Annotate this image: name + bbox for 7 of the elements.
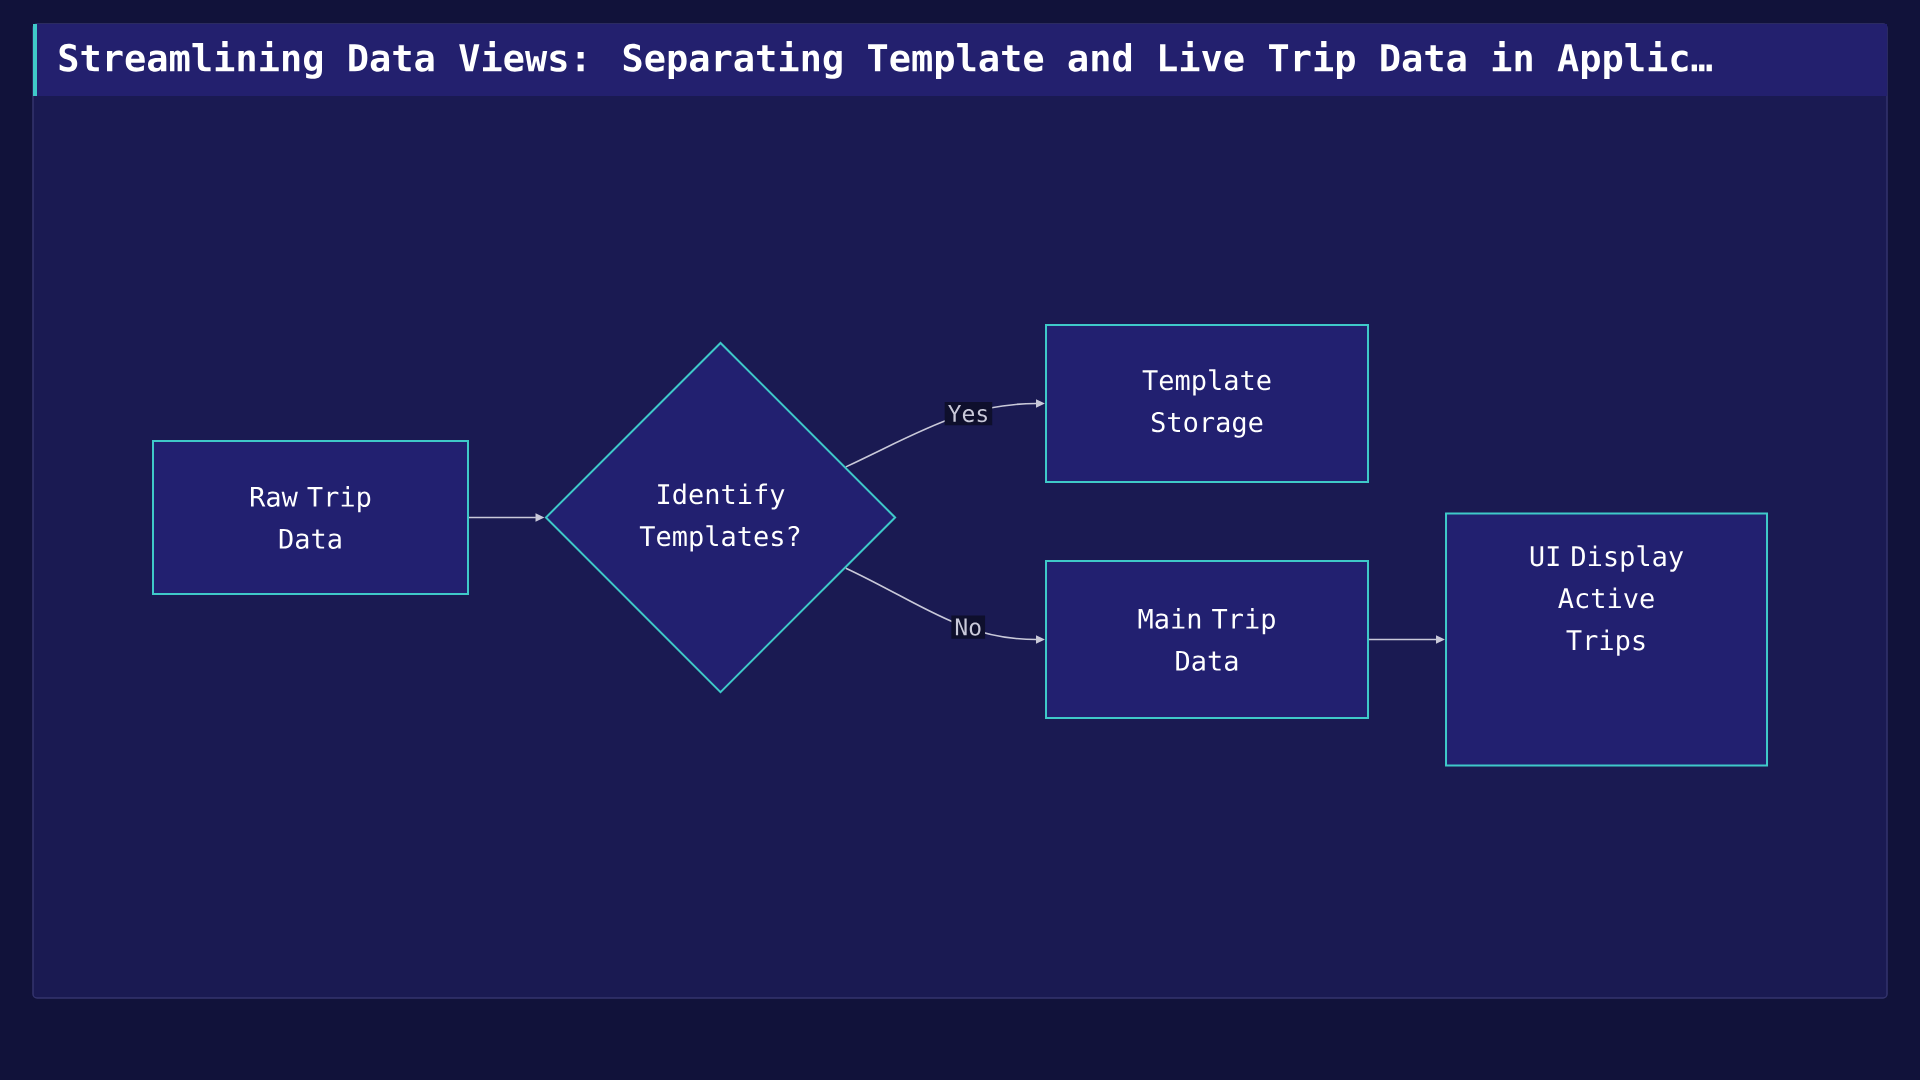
process-box: Template Storage [1045, 324, 1369, 483]
edge-label: Yes [944, 402, 993, 426]
process-box: Raw Trip Data [152, 440, 469, 595]
edge-label: No [951, 615, 986, 639]
process-box: UI Display Active Trips [1445, 512, 1768, 767]
title-bar: Streamlining Data Views: Separating Template and Live Trip Data in Applic… [33, 24, 1887, 96]
process-box: Main Trip Data [1045, 560, 1369, 719]
